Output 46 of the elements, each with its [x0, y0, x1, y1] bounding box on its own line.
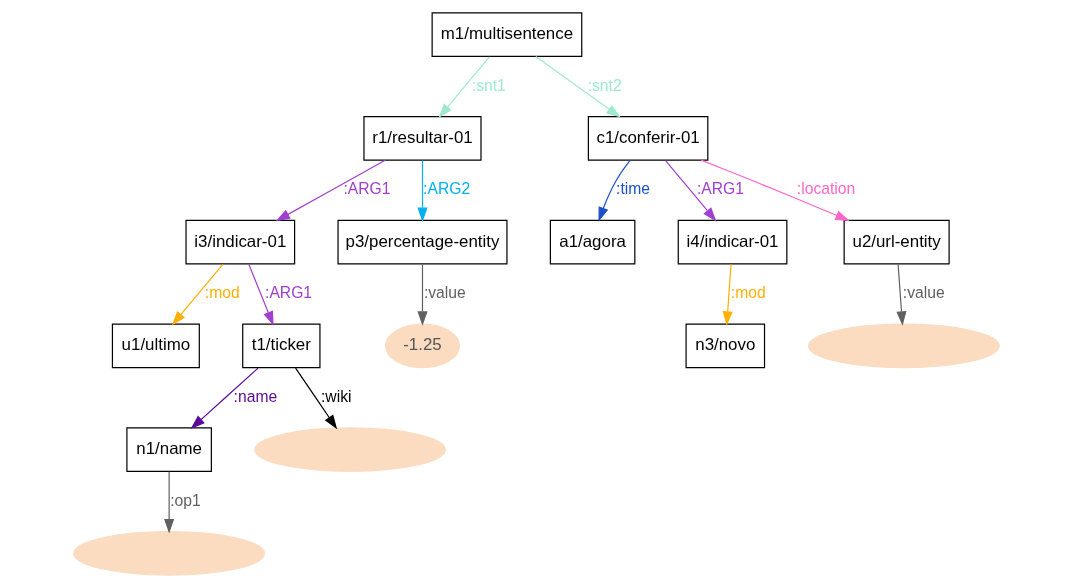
edge-label: :ARG2	[422, 180, 470, 198]
node-box: a1/agora	[549, 219, 635, 265]
node-box: t1/ticker	[241, 323, 321, 369]
node-box: u1/ultimo	[111, 323, 200, 369]
arrow	[247, 263, 274, 326]
node-box: m1/multisentence	[431, 12, 582, 57]
node-box: n3/novo	[685, 323, 765, 369]
node-ellipse	[807, 323, 1000, 369]
arrow	[275, 159, 386, 222]
edge-label: :wiki	[320, 387, 351, 405]
node-ellipse	[72, 531, 265, 576]
edge-label: :ARG1	[696, 180, 744, 198]
node-box: i4/indicar-01	[677, 219, 787, 265]
arrow	[664, 159, 717, 222]
node-box: n1/name	[125, 427, 212, 472]
arrow	[700, 159, 850, 221]
arrow	[534, 55, 621, 118]
edge-label: :time	[615, 180, 650, 198]
arrow	[294, 367, 337, 430]
arrow	[190, 367, 259, 430]
arrow	[416, 159, 428, 223]
arrow	[163, 471, 174, 534]
edge-label: :ARG1	[264, 284, 312, 302]
edge-label: :value	[423, 284, 466, 302]
node-box: r1/resultar-01	[362, 116, 482, 161]
node-ellipse: -1.25	[384, 323, 460, 369]
arrow	[416, 263, 428, 326]
edge-label: :snt1	[471, 76, 506, 94]
edge-label: :value	[902, 284, 945, 302]
edge-label: :name	[233, 387, 277, 405]
edge-label: :location	[796, 180, 855, 198]
arrow	[438, 56, 490, 118]
node-ellipse	[253, 427, 446, 472]
arrow	[895, 263, 907, 326]
edge-label: :mod	[204, 284, 240, 302]
node-box: c1/conferir-01	[587, 116, 708, 161]
arrow	[171, 263, 223, 326]
edge-label: :op1	[169, 491, 201, 509]
node-box: i3/indicar-01	[184, 219, 295, 265]
arrow	[722, 263, 733, 326]
node-box: p3/percentage-entity	[336, 219, 508, 265]
edge-label: :snt2	[587, 76, 622, 94]
edge-label: :mod	[730, 284, 766, 302]
node-box: u2/url-entity	[843, 219, 950, 265]
arrow	[597, 159, 631, 222]
edge-label: :ARG1	[342, 180, 391, 198]
